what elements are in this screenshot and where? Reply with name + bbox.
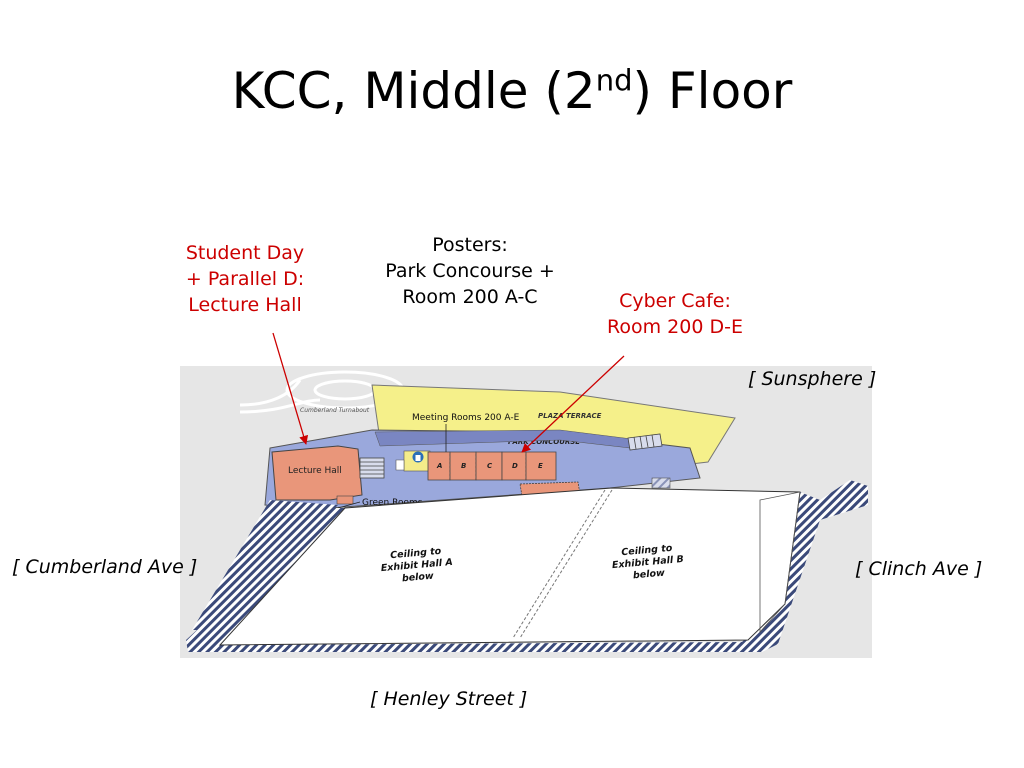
student-day-callout: Student Day + Parallel D: Lecture Hall <box>185 242 305 316</box>
hall-a-label: Ceiling toExhibit Hall Abelow <box>379 545 454 586</box>
meeting-rooms-200 <box>427 451 557 481</box>
cyber-cafe-callout: Cyber Cafe: Room 200 D-E <box>607 290 743 338</box>
stairs-east <box>627 433 663 451</box>
cyber-cafe-arrow <box>521 355 625 453</box>
lecture-hall <box>271 445 363 501</box>
room-letter-b: B <box>461 462 466 470</box>
restroom-icon <box>403 450 431 472</box>
turnabout-label: Cumberland Turnabout <box>300 407 370 414</box>
green-rooms <box>336 495 354 505</box>
lecture-hall-stairs <box>359 457 385 479</box>
lecture-hall-label: Lecture Hall <box>288 466 342 476</box>
street-cumberland-ave: [ Cumberland Ave ] <box>12 556 198 578</box>
street-sunsphere: [ Sunsphere ] <box>748 368 877 390</box>
green-rooms-label: Green Rooms <box>362 498 423 508</box>
meeting-rooms-label: Meeting Rooms 200 A-E <box>412 413 520 423</box>
room-letter-c: C <box>487 462 493 470</box>
room-letter-e: E <box>538 462 543 470</box>
room-letter-a: A <box>436 462 442 470</box>
park-concourse-label: PARK CONCOURSE <box>508 438 580 446</box>
street-henley-street: [ Henley Street ] <box>370 688 528 710</box>
street-clinch-ave: [ Clinch Ave ] <box>855 558 983 580</box>
room-letter-d: D <box>512 462 518 470</box>
page-title: KCC, Middle (2nd) Floor <box>231 62 793 120</box>
posters-callout: Posters: Park Concourse + Room 200 A-C <box>385 234 555 308</box>
lecture-hall-arrow <box>272 332 309 445</box>
plaza-terrace-label: PLAZA TERRACE <box>538 412 602 420</box>
stairs-west-icon <box>395 459 405 471</box>
